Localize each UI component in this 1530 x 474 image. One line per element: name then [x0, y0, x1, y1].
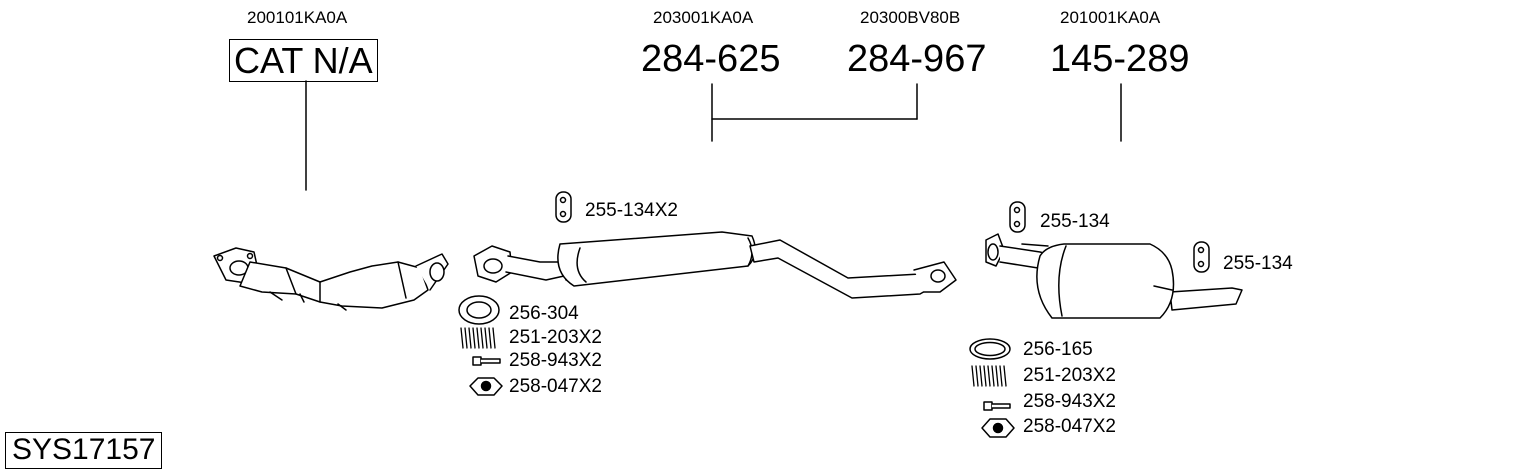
- intermediate-pipe-drawing: [749, 239, 957, 299]
- rubber-hanger-rear-left-icon: [1009, 201, 1026, 233]
- part-number-rear-spring[interactable]: 251-203X2: [1023, 365, 1116, 386]
- spring-mid-icon: [460, 327, 496, 349]
- catalytic-converter-drawing: [213, 247, 449, 311]
- nut-rear-icon: [981, 418, 1015, 438]
- gasket-rear-icon: [969, 338, 1011, 360]
- part-number-rear-hanger-left[interactable]: 255-134: [1040, 211, 1110, 232]
- part-number-mid-nut[interactable]: 258-047X2: [509, 376, 602, 397]
- bolt-mid-icon: [472, 356, 501, 366]
- part-number-mid-hanger[interactable]: 255-134X2: [585, 200, 678, 221]
- rear-silencer-drawing: [985, 233, 1243, 319]
- part-number-rear-hanger-right[interactable]: 255-134: [1223, 253, 1293, 274]
- part-number-cat[interactable]: CAT N/A: [229, 39, 378, 83]
- part-number-rear-nut[interactable]: 258-047X2: [1023, 416, 1116, 437]
- part-number-mid-gasket[interactable]: 256-304: [509, 303, 579, 324]
- part-number-mid-spring[interactable]: 251-203X2: [509, 327, 602, 348]
- rubber-hanger-rear-right-icon: [1193, 241, 1210, 273]
- part-number-rear-gasket[interactable]: 256-165: [1023, 339, 1093, 360]
- part-number-rear[interactable]: 145-289: [1050, 38, 1190, 80]
- bolt-rear-icon: [983, 401, 1011, 411]
- part-number-center[interactable]: 284-967: [847, 38, 987, 80]
- centre-silencer-drawing: [557, 231, 756, 287]
- nut-mid-icon: [469, 377, 503, 396]
- system-id: SYS17157: [5, 432, 163, 469]
- oem-number-center: 20300BV80B: [860, 8, 961, 27]
- spring-rear-icon: [971, 365, 1007, 387]
- part-number-rear-bolt[interactable]: 258-943X2: [1023, 391, 1116, 412]
- gasket-mid-icon: [458, 295, 500, 325]
- oem-number-rear: 201001KA0A: [1060, 8, 1161, 27]
- part-number-mid-bolt[interactable]: 258-943X2: [509, 350, 602, 371]
- part-number-front-pipe[interactable]: 284-625: [641, 38, 781, 80]
- rubber-hanger-mid-icon: [555, 191, 572, 223]
- oem-number-cat: 200101KA0A: [247, 8, 348, 27]
- oem-number-front-pipe: 203001KA0A: [653, 8, 754, 27]
